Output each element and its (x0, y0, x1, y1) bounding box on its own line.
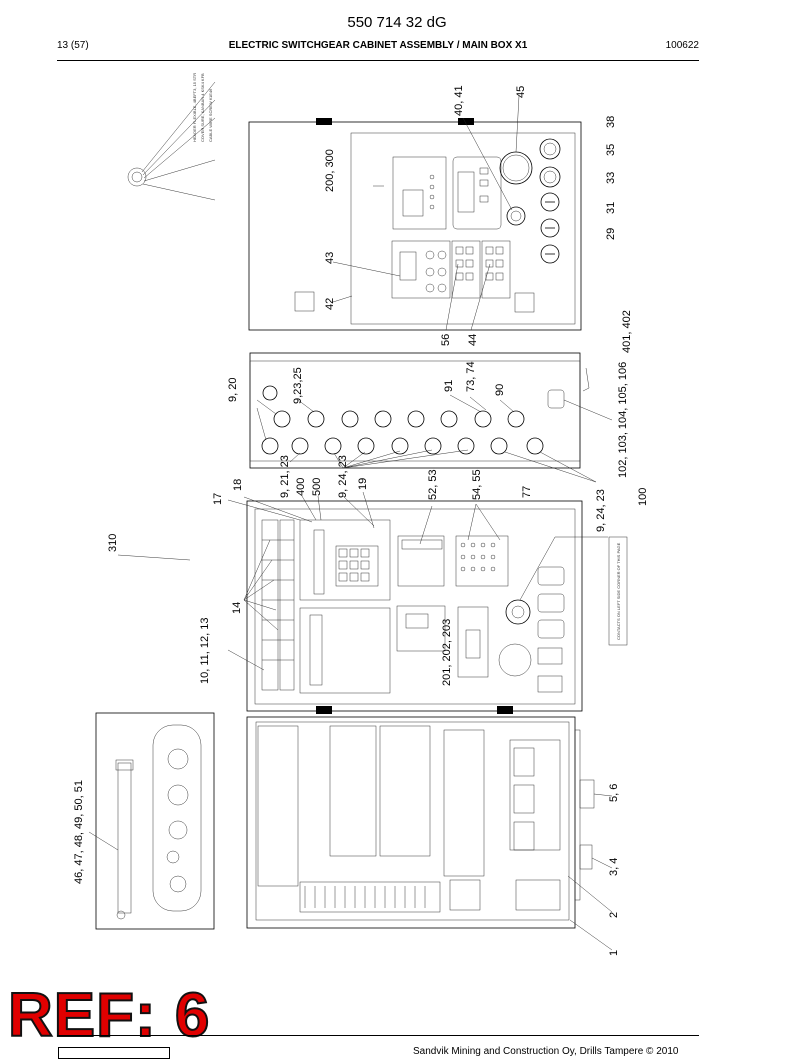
label-31: 31 (605, 202, 617, 214)
label-42: 42 (324, 298, 336, 310)
label-43: 43 (324, 252, 336, 264)
label-100: 100 (637, 488, 649, 506)
callout-labels: 40, 41 45 38 35 33 31 29 200, 300 43 42 … (73, 85, 649, 956)
label-9-23-25: 9,23,25 (292, 367, 304, 404)
revision-date: 100622 (665, 40, 699, 51)
label-400: 400 (295, 478, 307, 496)
document-number: 550 714 32 dG (347, 14, 447, 31)
label-9-20: 9, 20 (227, 378, 239, 402)
label-52-53: 52, 53 (427, 469, 439, 500)
label-10-13: 10, 11, 12, 13 (199, 618, 211, 684)
reference-stamp: REF: 6 (7, 981, 211, 1050)
label-9-24-23-left: 9, 24, 23 (337, 455, 349, 498)
label-90: 90 (494, 384, 506, 396)
label-91: 91 (443, 380, 455, 392)
label-29: 29 (605, 228, 617, 240)
label-102-106: 102, 103, 104, 105, 106 (617, 362, 629, 478)
label-401-402: 401, 402 (621, 310, 633, 353)
label-54-55: 54, 55 (471, 469, 483, 500)
label-77: 77 (521, 486, 533, 498)
footer-copyright: Sandvik Mining and Construction Oy, Dril… (413, 1046, 679, 1057)
label-310: 310 (107, 534, 119, 552)
side-panel (88, 712, 215, 930)
label-56: 56 (440, 334, 452, 346)
contacts-note: CONTACTS ON LEFT SIDE CORNER OF THIS PAG… (616, 542, 621, 640)
company-logo (58, 1047, 170, 1059)
label-2: 2 (608, 912, 620, 918)
door-panel (248, 95, 582, 331)
label-17: 17 (212, 493, 224, 505)
label-9-24-23-right: 9, 24, 23 (595, 489, 607, 532)
label-5-6: 5, 6 (608, 784, 620, 802)
header-rule (57, 60, 699, 61)
label-33: 33 (605, 172, 617, 184)
label-38: 38 (605, 116, 617, 128)
label-9-21-23: 9, 21, 23 (279, 455, 291, 498)
label-19: 19 (357, 478, 369, 490)
label-35: 35 (605, 144, 617, 156)
footer-rule (57, 1035, 699, 1036)
label-200-300: 200, 300 (324, 149, 336, 192)
label-18: 18 (232, 479, 244, 491)
gland-plate (249, 352, 613, 483)
page-title: ELECTRIC SWITCHGEAR CABINET ASSEMBLY / M… (228, 40, 528, 51)
label-1: 1 (608, 950, 620, 956)
label-201-203: 201, 202, 203 (441, 619, 453, 686)
svg-text:COVER SURE, KANBAN 4 KSK4 KFB: COVER SURE, KANBAN 4 KSK4 KFB (200, 73, 205, 142)
cable-harness-sketch: HEADER FLEXIBLE, 4BEFT3, 15 STR COVER SU… (127, 73, 216, 201)
mounting-plate: CONTACTS ON LEFT SIDE CORNER OF THIS PAG… (117, 491, 628, 714)
label-44: 44 (467, 334, 479, 346)
svg-text:HEADER FLEXIBLE, 4BEFT3, 15 ST: HEADER FLEXIBLE, 4BEFT3, 15 STR (192, 73, 197, 142)
header-row: 13 (57) ELECTRIC SWITCHGEAR CABINET ASSE… (57, 40, 699, 56)
cabinet-interior (246, 716, 613, 951)
label-3-4: 3, 4 (608, 858, 620, 876)
svg-text:CABLE WIRE SCREW 61E46: CABLE WIRE SCREW 61E46 (208, 88, 213, 142)
label-500: 500 (311, 478, 323, 496)
page-number: 13 (57) (57, 40, 89, 51)
label-73-74: 73, 74 (465, 361, 477, 392)
label-45: 45 (515, 86, 527, 98)
label-46-51: 46, 47, 48, 49, 50, 51 (73, 780, 85, 884)
label-14: 14 (231, 602, 243, 614)
label-40-41: 40, 41 (453, 85, 465, 116)
